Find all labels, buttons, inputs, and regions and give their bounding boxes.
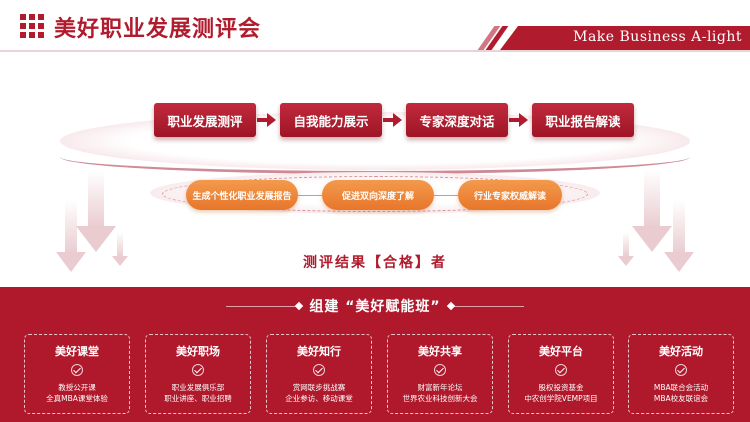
card-title: 美好知行 (297, 345, 341, 358)
arrow-right-icon (257, 113, 276, 127)
header-band (500, 26, 750, 50)
card-line: 全真MBA课堂体验 (46, 394, 108, 403)
program-card-platform: 美好平台 股权投资基金 中农创学院VEMP项目 (508, 334, 614, 414)
program-card-activities: 美好活动 MBA联合会活动 MBA校友联谊会 (628, 334, 734, 414)
down-arrow-icon (112, 232, 128, 266)
program-panel (0, 287, 750, 422)
card-title: 美好活动 (659, 345, 703, 358)
arrow-right-icon (509, 113, 528, 127)
card-line: 职业讲座、职业招聘 (164, 394, 232, 403)
header-divider (0, 50, 750, 52)
connector-line (434, 195, 458, 196)
result-heading: 测评结果【合格】者 (303, 255, 447, 271)
card-line: 股权投资基金 (538, 383, 584, 392)
card-line: 教授公开课 (58, 383, 96, 392)
program-card-workplace: 美好职场 职业发展俱乐部 职业讲座、职业招聘 (145, 334, 251, 414)
card-line: 财富新年论坛 (417, 383, 463, 392)
top-ellipse-edge (60, 140, 690, 174)
down-arrow-icon (664, 200, 694, 272)
outcome-pill-1: 生成个性化职业发展报告 (186, 180, 298, 210)
header-tagline: Make Business A-light (573, 29, 742, 45)
card-title: 美好共享 (418, 345, 462, 358)
program-card-classroom: 美好课堂 教授公开课 全真MBA课堂体验 (24, 334, 130, 414)
check-circle-icon (313, 364, 325, 376)
down-arrow-icon (632, 170, 672, 252)
card-title: 美好平台 (539, 345, 583, 358)
check-circle-icon (675, 364, 687, 376)
check-circle-icon (192, 364, 204, 376)
program-title: 组建 “美好赋能班” (309, 299, 441, 315)
card-line: 企业参访、移动课堂 (285, 394, 353, 403)
down-arrow-icon (76, 170, 116, 252)
process-step-2: 自我能力展示 (280, 103, 382, 137)
card-title: 美好课堂 (55, 345, 99, 358)
program-card-practice: 美好知行 赏网联步挑战赛 企业参访、移动课堂 (266, 334, 372, 414)
connector-line (298, 195, 322, 196)
down-arrow-icon (618, 232, 634, 266)
card-line: MBA校友联谊会 (653, 394, 709, 403)
down-arrow-icon (56, 200, 86, 272)
card-line: MBA联合会活动 (653, 383, 709, 392)
card-title: 美好职场 (176, 345, 220, 358)
logo-grid-icon (20, 14, 44, 38)
process-step-4: 职业报告解读 (532, 103, 634, 137)
program-card-sharing: 美好共享 财富新年论坛 世界农业科技创新大会 (387, 334, 493, 414)
arrow-right-icon (383, 113, 402, 127)
card-line: 职业发展俱乐部 (171, 383, 225, 392)
page-title: 美好职业发展测评会 (54, 17, 262, 42)
process-step-3: 专家深度对话 (406, 103, 508, 137)
outcome-pill-2: 促进双向深度了解 (322, 180, 434, 210)
title-divider-left (226, 306, 296, 307)
process-step-1: 职业发展测评 (154, 103, 256, 137)
header: 美好职业发展测评会 Make Business A-light (0, 0, 750, 58)
card-line: 中农创学院VEMP项目 (524, 394, 598, 403)
check-circle-icon (71, 364, 83, 376)
check-circle-icon (555, 364, 567, 376)
middle-ellipse-dashed (162, 176, 588, 212)
card-line: 世界农业科技创新大会 (402, 394, 478, 403)
card-line: 赏网联步挑战赛 (292, 383, 346, 392)
title-divider-right (454, 306, 524, 307)
check-circle-icon (434, 364, 446, 376)
outcome-pill-3: 行业专家权威解读 (458, 180, 562, 210)
